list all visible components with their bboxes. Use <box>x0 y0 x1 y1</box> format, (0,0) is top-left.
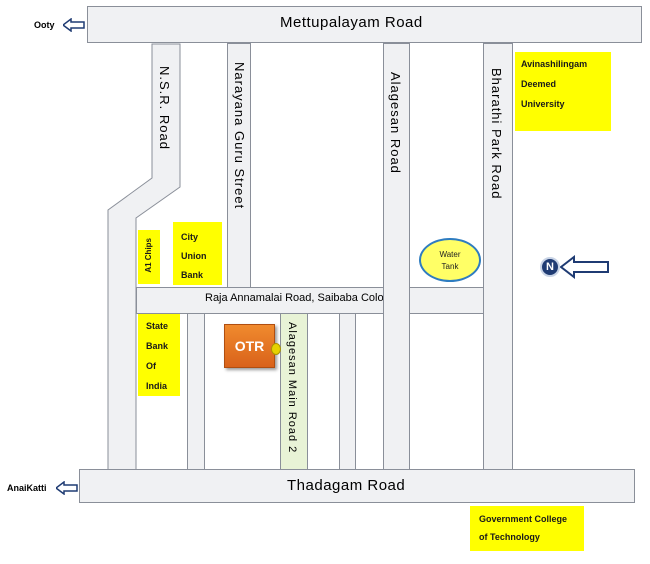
narayana-guru-street <box>227 43 251 288</box>
state-bank-line-3: Of <box>146 361 156 371</box>
water-tank-line-2: Tank <box>441 262 459 271</box>
otr-marker: OTR <box>224 324 275 368</box>
narayana-guru-street-label: Narayana Guru Street <box>232 62 247 210</box>
ooty-label: Ooty <box>34 20 55 30</box>
city-union-bank-line-3: Bank <box>181 270 204 280</box>
north-arrow-icon <box>560 255 609 279</box>
anaikatti-label: AnaiKatti <box>7 483 47 493</box>
govt-college-line-1: Government College <box>479 514 568 524</box>
state-bank-line-1: State <box>146 321 169 331</box>
thadagam-road-label: Thadagam Road <box>287 477 406 494</box>
left-arrow-icon <box>56 481 78 495</box>
mettupalayam-road-label: Mettupalayam Road <box>280 14 423 31</box>
alagesan-road-label: Alagesan Road <box>388 72 403 174</box>
city-union-bank: City Union Bank <box>173 222 222 285</box>
avinashilingam-line-3: University <box>521 99 565 109</box>
bharathi-park-road <box>483 43 513 470</box>
left-arrow-icon <box>63 18 85 32</box>
raja-annamalai-road-label: Raja Annamalai Road, Saibaba Colony <box>205 292 396 304</box>
state-bank-line-4: India <box>146 381 168 391</box>
a1-chips-label: A1 Chips <box>144 238 153 273</box>
alagesan-main-road-2 <box>280 313 308 470</box>
thadagam-road <box>79 469 635 503</box>
otr-label: OTR <box>234 338 265 354</box>
lane-2 <box>339 313 356 470</box>
water-tank-line-1: Water <box>439 250 461 259</box>
alagesan-road <box>383 43 410 470</box>
avinashilingam-line-2: Deemed <box>521 79 557 89</box>
avinashilingam-university: Avinashilingam Deemed University <box>515 52 611 131</box>
state-bank-of-india: State Bank Of India <box>138 314 180 396</box>
government-college-of-technology: Government College of Technology <box>470 506 584 551</box>
lane-1 <box>187 313 205 470</box>
north-marker: N <box>540 257 560 277</box>
city-union-bank-line-1: City <box>181 232 199 242</box>
avinashilingam-line-1: Avinashilingam <box>521 59 588 69</box>
alagesan-main-road-2-label: Alagesan Main Road 2 <box>286 322 298 454</box>
bharathi-park-road-label: Bharathi Park Road <box>489 68 504 200</box>
a1-chips: A1 Chips <box>138 230 160 284</box>
state-bank-line-2: Bank <box>146 341 169 351</box>
govt-college-line-2: of Technology <box>479 532 540 542</box>
city-union-bank-line-2: Union <box>181 251 207 261</box>
mettupalayam-road <box>87 6 642 43</box>
water-tank: Water Tank <box>419 238 481 282</box>
north-label: N <box>546 261 554 273</box>
otr-pin-dot <box>271 343 281 355</box>
nsr-road-label: N.S.R. Road <box>157 66 172 150</box>
